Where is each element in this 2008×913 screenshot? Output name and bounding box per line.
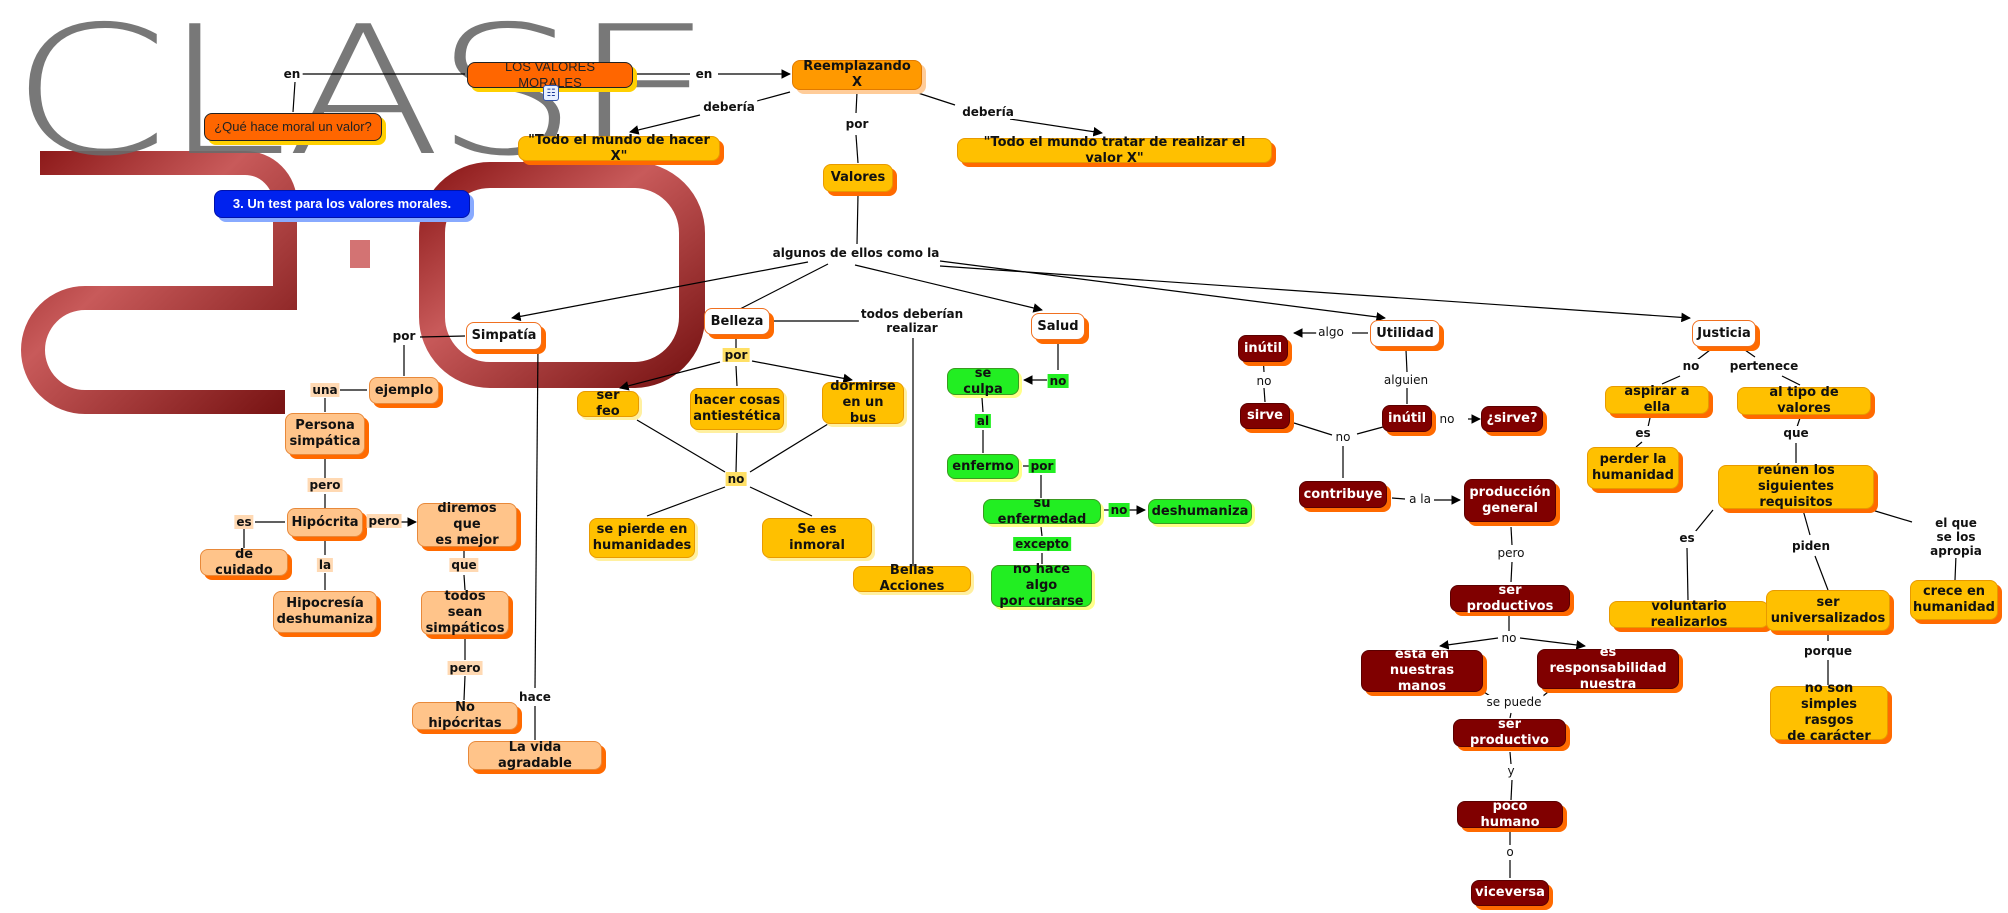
link-label-pertenece: pertenece (1727, 359, 1801, 373)
concept-todo-tratar[interactable]: "Todo el mundo tratar de realizar el val… (957, 135, 1272, 166)
concept-enfermo[interactable]: enfermo (947, 454, 1019, 479)
link-label-excepto: excepto (1013, 537, 1071, 551)
concept-esta-en[interactable]: está en nuestras manos (1361, 647, 1483, 694)
link-label-por: por (722, 348, 750, 362)
concept-justicia[interactable]: Justicia (1692, 320, 1756, 347)
link-label-es: es (234, 515, 254, 529)
link-label-por: por (390, 329, 418, 343)
concept-aspirar[interactable]: aspirar a ella (1605, 384, 1709, 415)
concept-inutil-1[interactable]: inútil (1238, 335, 1288, 362)
concept-ser-feo[interactable]: ser feo (577, 388, 639, 419)
link-label-la: la (316, 558, 334, 572)
link-label-por: por (843, 117, 871, 131)
concept-belleza[interactable]: Belleza (704, 308, 770, 335)
concept-map-icon[interactable]: ☷ (543, 85, 559, 101)
concept-se-culpa[interactable]: se culpa (947, 366, 1019, 397)
link-label-en: en (693, 67, 715, 81)
concept-no-hipocritas[interactable]: No hipócritas (412, 700, 518, 731)
concept-reunen[interactable]: reúnen los siguientes requisitos (1718, 463, 1874, 510)
concept-es-responsabilidad[interactable]: es responsabilidad nuestra (1537, 645, 1679, 692)
link-label-una: una (310, 383, 340, 397)
concept-su-enfermedad[interactable]: su enfermedad (983, 496, 1101, 527)
link-label-pero: pero (366, 514, 402, 528)
concept-todos-sean[interactable]: todos sean simpáticos (421, 589, 509, 636)
concept-hacer-cosas[interactable]: hacer cosas antiestética (690, 388, 784, 430)
concept-simpatia[interactable]: Simpatía (466, 322, 542, 350)
concept-no-son[interactable]: no son simples rasgos de carácter (1770, 681, 1888, 744)
concept-voluntario[interactable]: voluntario realizarlos (1609, 599, 1769, 630)
concept-sirve[interactable]: sirve (1240, 403, 1290, 429)
link-label-deberia: debería (960, 105, 1016, 119)
link-label-todos-deberian: todos deberían realizar (858, 307, 966, 335)
link-label-y: y (1505, 764, 1517, 778)
concept-persona-simpatica[interactable]: Persona simpática (285, 413, 365, 455)
concept-poco-humano[interactable]: poco humano (1457, 799, 1563, 830)
concept-que-hace-moral[interactable]: ¿Qué hace moral un valor? (204, 113, 382, 141)
concept-contribuye[interactable]: contribuye (1299, 481, 1387, 508)
link-label-al: al (974, 414, 992, 428)
link-label-que: que (1781, 426, 1811, 440)
link-label-o: o (1504, 845, 1516, 859)
link-label-por: por (1028, 459, 1056, 473)
concept-valores[interactable]: Valores (823, 164, 893, 192)
link-label-algo: algo (1316, 325, 1346, 339)
link-label-no: no (1254, 374, 1274, 388)
link-label-no: no (1680, 359, 1702, 373)
link-label-pero: pero (307, 478, 343, 492)
concept-no-hace-algo[interactable]: no hace algo por curarse (991, 562, 1092, 609)
concept-perder-humanidad[interactable]: perder la humanidad (1587, 447, 1679, 489)
concept-ser-universalizados[interactable]: ser universalizados (1766, 590, 1890, 631)
link-label-no: no (1108, 503, 1130, 517)
concept-produccion[interactable]: producción general (1464, 479, 1556, 522)
link-label-algunos: algunos de ellos como la (770, 246, 942, 260)
link-label-no: no (1047, 374, 1069, 388)
concept-crece[interactable]: crece en humanidad (1910, 580, 1998, 620)
link-label-no: no (1437, 412, 1457, 426)
link-label-deberia: debería (701, 100, 757, 114)
link-label-no: no (725, 472, 747, 486)
concept-hipocresia[interactable]: Hipocresía deshumaniza (273, 591, 377, 633)
link-label-no: no (1333, 430, 1353, 444)
concept-ser-productivos[interactable]: ser productivos (1450, 583, 1570, 614)
link-label-en: en (281, 67, 303, 81)
concept-se-pierde[interactable]: se pierde en humanidades (589, 518, 695, 558)
concept-test-title[interactable]: 3. Un test para los valores morales. (214, 190, 470, 218)
concept-utilidad[interactable]: Utilidad (1370, 320, 1440, 347)
link-label-no: no (1499, 631, 1519, 645)
concept-salud[interactable]: Salud (1031, 313, 1085, 340)
link-label-es: es (1677, 531, 1697, 545)
concept-dormirse[interactable]: dormirse en un bus (822, 379, 904, 426)
concept-sirve-q[interactable]: ¿sirve? (1481, 406, 1543, 432)
link-label-porque: porque (1801, 644, 1855, 658)
link-label-que: que (449, 558, 479, 572)
link-label-el-que: el que se los apropia (1928, 516, 1984, 558)
link-label-a-la: a la (1407, 492, 1433, 506)
link-label-pero: pero (447, 661, 483, 675)
concept-hipocrita[interactable]: Hipócrita (287, 508, 363, 537)
concept-reemplazando[interactable]: Reemplazando X (792, 59, 922, 90)
concept-se-es-inmoral[interactable]: Se es inmoral (762, 518, 872, 558)
concept-viceversa[interactable]: viceversa (1471, 880, 1549, 906)
link-label-alguien: alguien (1381, 373, 1431, 387)
concept-inutil-2[interactable]: inútil (1382, 405, 1432, 432)
concept-todo-hacer[interactable]: "Todo el mundo de hacer X" (518, 133, 720, 164)
concept-deshumaniza[interactable]: deshumaniza (1148, 499, 1252, 524)
link-label-se-puede: se puede (1484, 695, 1544, 709)
concept-bellas-acciones[interactable]: Bellas Acciones (853, 563, 971, 594)
concept-ser-productivo[interactable]: ser productivo (1453, 717, 1566, 748)
link-label-pero: pero (1495, 546, 1527, 560)
concept-vida-agradable[interactable]: La vida agradable (468, 740, 602, 771)
link-label-es: es (1633, 426, 1653, 440)
concept-al-tipo[interactable]: al tipo de valores (1737, 385, 1871, 416)
link-label-hace: hace (517, 690, 553, 704)
link-label-piden: piden (1790, 539, 1832, 553)
concept-diremos[interactable]: diremos que es mejor (417, 501, 517, 548)
background-title-clase: CLASE (10, 0, 715, 195)
concept-de-cuidado[interactable]: de cuidado (200, 547, 288, 578)
concept-ejemplo[interactable]: ejemplo (369, 377, 439, 404)
